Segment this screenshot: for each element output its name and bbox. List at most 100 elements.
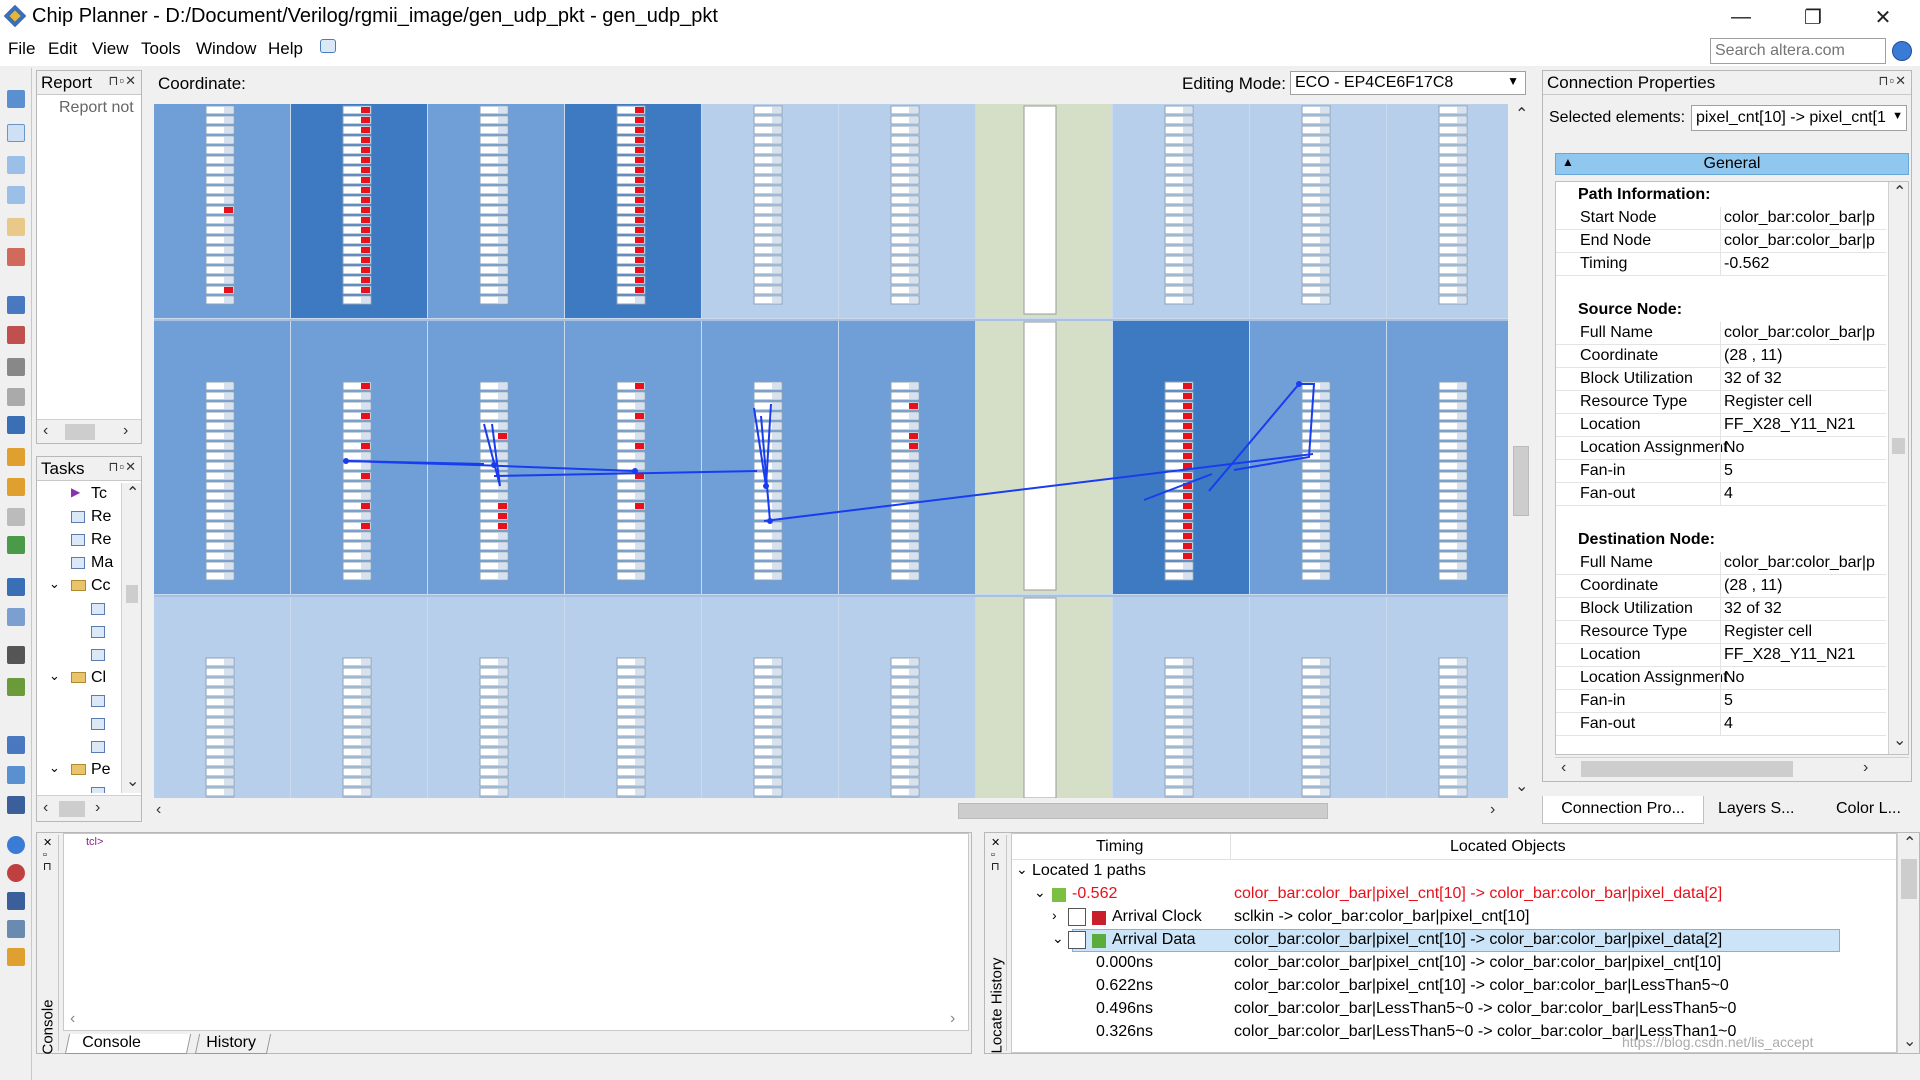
logic-element[interactable] bbox=[890, 431, 920, 441]
logic-element[interactable] bbox=[616, 707, 646, 717]
logic-element[interactable] bbox=[753, 717, 783, 727]
logic-element[interactable] bbox=[753, 185, 783, 195]
logic-element[interactable] bbox=[890, 717, 920, 727]
logic-element[interactable] bbox=[1438, 677, 1468, 687]
logic-element[interactable] bbox=[205, 165, 235, 175]
logic-element[interactable] bbox=[616, 551, 646, 561]
logic-element[interactable] bbox=[479, 115, 509, 125]
logic-element[interactable] bbox=[616, 421, 646, 431]
logic-element[interactable] bbox=[1438, 491, 1468, 501]
ram-cell[interactable] bbox=[1023, 597, 1057, 798]
logic-element[interactable] bbox=[890, 441, 920, 451]
logic-element[interactable] bbox=[205, 737, 235, 747]
property-row[interactable]: Coordinate(28 , 11) bbox=[1556, 575, 1886, 598]
logic-element[interactable] bbox=[342, 115, 372, 125]
panel-controls-icon[interactable]: ✕▫⊓ bbox=[43, 837, 53, 873]
checkbox[interactable] bbox=[1068, 908, 1086, 926]
scroll-left-icon[interactable]: ‹ bbox=[1561, 759, 1567, 776]
task-item[interactable] bbox=[37, 690, 121, 713]
locate-vscrollbar[interactable]: ⌃ ⌄ bbox=[1897, 833, 1919, 1053]
logic-element[interactable] bbox=[1438, 787, 1468, 797]
logic-element[interactable] bbox=[1438, 185, 1468, 195]
logic-element[interactable] bbox=[616, 265, 646, 275]
scroll-up-icon[interactable]: ⌃ bbox=[1903, 835, 1917, 852]
logic-element[interactable] bbox=[1164, 205, 1194, 215]
logic-element[interactable] bbox=[1301, 265, 1331, 275]
logic-element[interactable] bbox=[479, 491, 509, 501]
logic-element[interactable] bbox=[1301, 531, 1331, 541]
logic-element[interactable] bbox=[616, 125, 646, 135]
logic-element[interactable] bbox=[890, 551, 920, 561]
logic-element[interactable] bbox=[616, 501, 646, 511]
logic-element[interactable] bbox=[1164, 677, 1194, 687]
logic-element[interactable] bbox=[1438, 255, 1468, 265]
logic-element[interactable] bbox=[1164, 471, 1194, 481]
logic-element[interactable] bbox=[753, 777, 783, 787]
logic-element[interactable] bbox=[1438, 737, 1468, 747]
logic-element[interactable] bbox=[890, 401, 920, 411]
logic-element[interactable] bbox=[342, 531, 372, 541]
scroll-thumb[interactable] bbox=[59, 801, 85, 817]
logic-element[interactable] bbox=[890, 245, 920, 255]
logic-element[interactable] bbox=[479, 531, 509, 541]
report-hscrollbar[interactable]: ‹ › bbox=[37, 419, 141, 443]
ram-cell[interactable] bbox=[1023, 105, 1057, 315]
col-objects-header[interactable]: Located Objects bbox=[1450, 838, 1566, 855]
logic-element[interactable] bbox=[479, 125, 509, 135]
logic-element[interactable] bbox=[205, 787, 235, 797]
logic-element[interactable] bbox=[890, 115, 920, 125]
logic-element[interactable] bbox=[753, 561, 783, 571]
scroll-thumb[interactable] bbox=[1513, 446, 1529, 516]
logic-element[interactable] bbox=[753, 265, 783, 275]
logic-element[interactable] bbox=[479, 677, 509, 687]
logic-element[interactable] bbox=[479, 205, 509, 215]
editing-mode-select[interactable]: ECO - EP4CE6F17C8 ▼ bbox=[1290, 71, 1526, 95]
logic-element[interactable] bbox=[1164, 431, 1194, 441]
logic-element[interactable] bbox=[753, 531, 783, 541]
globe-tool-icon[interactable] bbox=[7, 836, 25, 854]
logic-element[interactable] bbox=[616, 175, 646, 185]
eraser-icon[interactable] bbox=[7, 508, 25, 526]
logic-element[interactable] bbox=[890, 747, 920, 757]
logic-element[interactable] bbox=[890, 787, 920, 797]
logic-element[interactable] bbox=[616, 115, 646, 125]
logic-element[interactable] bbox=[342, 757, 372, 767]
task-item[interactable] bbox=[37, 782, 121, 793]
logic-element[interactable] bbox=[342, 737, 372, 747]
logic-element[interactable] bbox=[1438, 245, 1468, 255]
property-row[interactable]: Timing-0.562 bbox=[1556, 253, 1886, 276]
chip-hscrollbar[interactable]: ‹ › bbox=[152, 800, 1510, 822]
logic-element[interactable] bbox=[1438, 451, 1468, 461]
logic-element[interactable] bbox=[753, 471, 783, 481]
logic-element[interactable] bbox=[342, 787, 372, 797]
task-item[interactable] bbox=[37, 736, 121, 759]
logic-element[interactable] bbox=[616, 275, 646, 285]
logic-element[interactable] bbox=[890, 757, 920, 767]
scroll-thumb[interactable] bbox=[126, 585, 138, 603]
scroll-down-icon[interactable]: ⌄ bbox=[1515, 778, 1529, 795]
task-item[interactable]: Re bbox=[37, 506, 121, 529]
logic-element[interactable] bbox=[753, 421, 783, 431]
logic-element[interactable] bbox=[479, 391, 509, 401]
logic-element[interactable] bbox=[753, 155, 783, 165]
logic-element[interactable] bbox=[616, 531, 646, 541]
logic-element[interactable] bbox=[342, 707, 372, 717]
logic-element[interactable] bbox=[753, 235, 783, 245]
logic-element[interactable] bbox=[616, 195, 646, 205]
logic-element[interactable] bbox=[1164, 255, 1194, 265]
logic-element[interactable] bbox=[1164, 667, 1194, 677]
logic-element[interactable] bbox=[616, 225, 646, 235]
logic-element[interactable] bbox=[479, 135, 509, 145]
logic-element[interactable] bbox=[205, 255, 235, 265]
task-item[interactable]: ⌄Cl bbox=[37, 667, 121, 690]
logic-element[interactable] bbox=[616, 717, 646, 727]
logic-element[interactable] bbox=[1164, 245, 1194, 255]
logic-element[interactable] bbox=[1164, 657, 1194, 667]
logic-element[interactable] bbox=[205, 295, 235, 305]
locate-icon[interactable] bbox=[7, 678, 25, 696]
chevron-down-icon[interactable]: ⌄ bbox=[1052, 930, 1064, 946]
